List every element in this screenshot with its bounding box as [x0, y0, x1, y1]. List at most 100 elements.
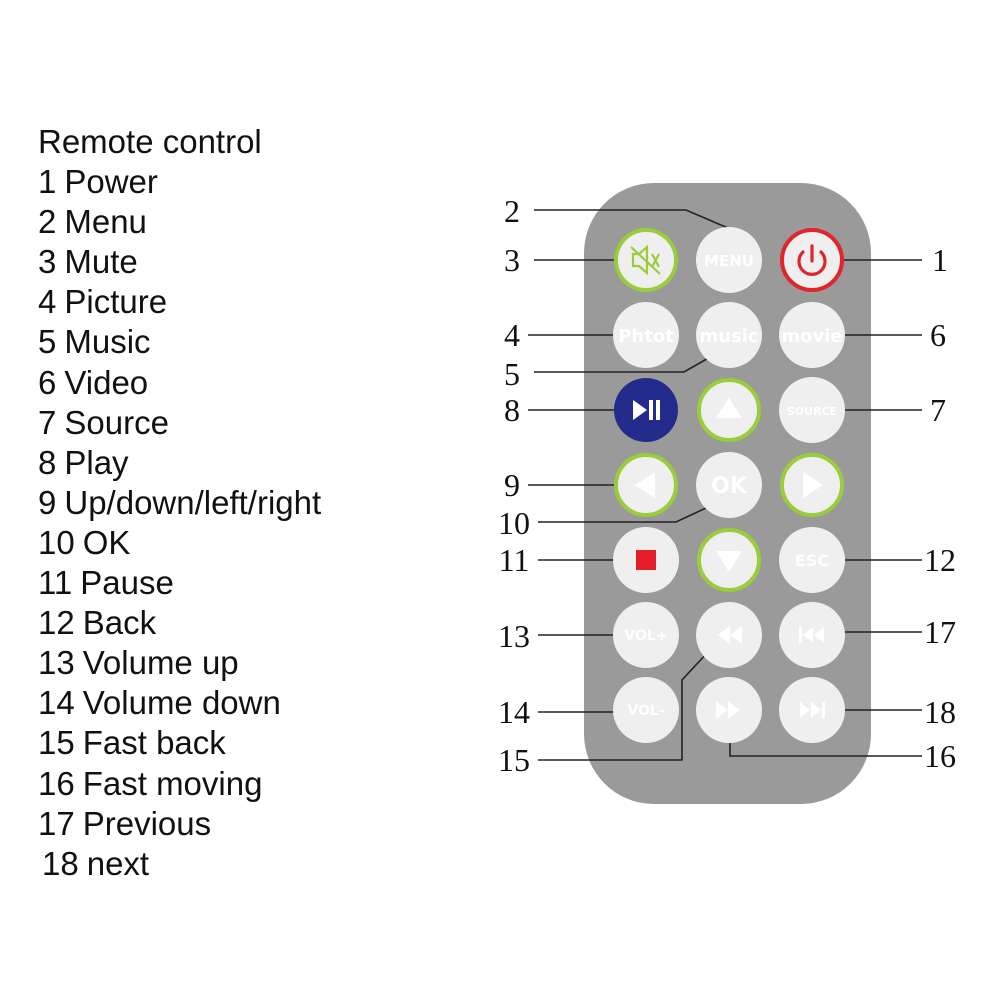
legend-number: 12: [38, 604, 75, 642]
legend-label: Power: [64, 163, 158, 201]
legend-label: Pause: [80, 564, 174, 602]
mute-button[interactable]: [614, 228, 678, 292]
legend-number: 4: [38, 283, 57, 321]
legend-label: Picture: [64, 283, 168, 321]
callout-lines: [528, 209, 922, 761]
menu-button[interactable]: MENU: [696, 227, 762, 293]
legend-number: 18: [42, 844, 79, 882]
play-pause-icon: [633, 400, 660, 420]
legend-label: OK: [82, 523, 131, 561]
down-button[interactable]: [697, 528, 761, 592]
volume-down-button-label: VOL-: [627, 703, 664, 719]
legend-label: Back: [82, 604, 157, 642]
callout-line-15: [538, 651, 709, 761]
triangle-up-icon: [716, 398, 742, 418]
callout-line-16: [729, 738, 922, 757]
left-button[interactable]: [614, 453, 678, 517]
volume-up-button[interactable]: VOL+: [613, 602, 679, 668]
callout-number-7: 7: [930, 392, 946, 428]
legend-number: 13: [38, 644, 75, 682]
next-button[interactable]: [779, 677, 845, 743]
callout-number-17: 17: [924, 614, 956, 650]
fast-forward-button[interactable]: [696, 677, 762, 743]
previous-track-icon: [799, 627, 824, 643]
legend-label: Video: [64, 363, 149, 401]
callout-line-10: [538, 507, 707, 523]
legend-number: 9: [38, 483, 57, 521]
callout-number-6: 6: [930, 317, 946, 353]
power-icon: [797, 244, 827, 276]
legend-number: 15: [38, 724, 75, 762]
picture-button[interactable]: Phtot: [613, 302, 679, 368]
legend-label: Volume up: [82, 644, 239, 682]
legend-label: Up/down/left/right: [64, 483, 322, 521]
callout-number-15: 15: [498, 742, 530, 778]
right-button[interactable]: [780, 453, 844, 517]
triangle-right-icon: [803, 472, 823, 498]
next-track-icon: [800, 702, 825, 718]
legend-label: Fast moving: [82, 764, 263, 802]
legend-number: 14: [38, 684, 75, 722]
legend-label: Fast back: [82, 724, 226, 762]
stop-button[interactable]: [613, 527, 679, 593]
legend-label: next: [86, 844, 150, 882]
video-button[interactable]: movie: [779, 302, 845, 368]
legend-number: 17: [38, 804, 75, 842]
legend-label: Menu: [64, 203, 147, 241]
power-button[interactable]: [780, 228, 844, 292]
callout-line-2: [534, 209, 729, 229]
fast-back-button[interactable]: [696, 602, 762, 668]
legend-number: 16: [38, 764, 75, 802]
legend-number: 10: [38, 523, 75, 561]
music-button-label: music: [699, 326, 758, 347]
back-button-label: ESC: [795, 551, 829, 570]
callout-number-13: 13: [498, 618, 530, 654]
callout-number-8: 8: [504, 392, 520, 428]
source-button[interactable]: SOURCE: [779, 377, 845, 443]
volume-down-button[interactable]: VOL-: [613, 677, 679, 743]
callout-number-12: 12: [924, 542, 956, 578]
callout-number-16: 16: [924, 738, 956, 774]
stop-square-icon: [636, 550, 656, 570]
legend-label: Volume down: [82, 684, 281, 722]
ok-button-label: OK: [711, 474, 748, 499]
ok-button[interactable]: OK: [696, 452, 762, 518]
callout-number-3: 3: [504, 242, 520, 278]
legend-label: Mute: [64, 243, 138, 281]
legend-number: 5: [38, 323, 57, 361]
video-button-label: movie: [781, 326, 842, 347]
previous-button[interactable]: [779, 602, 845, 668]
legend-number: 6: [38, 363, 57, 401]
legend-number: 1: [38, 163, 57, 201]
triangle-left-icon: [635, 472, 655, 498]
legend-number: 11: [38, 564, 73, 602]
legend-number: 8: [38, 443, 57, 481]
legend-number: 3: [38, 243, 57, 281]
callout-number-5: 5: [504, 356, 520, 392]
legend-label: Play: [64, 443, 129, 481]
volume-up-button-label: VOL+: [624, 628, 667, 644]
speaker-muted-icon: [630, 244, 661, 276]
rewind-icon: [718, 626, 742, 644]
music-button[interactable]: music: [696, 302, 762, 368]
back-button[interactable]: ESC: [779, 527, 845, 593]
callout-number-14: 14: [498, 694, 530, 730]
up-button[interactable]: [697, 378, 761, 442]
menu-button-label: MENU: [704, 252, 754, 270]
play-pause-button[interactable]: [614, 378, 678, 442]
